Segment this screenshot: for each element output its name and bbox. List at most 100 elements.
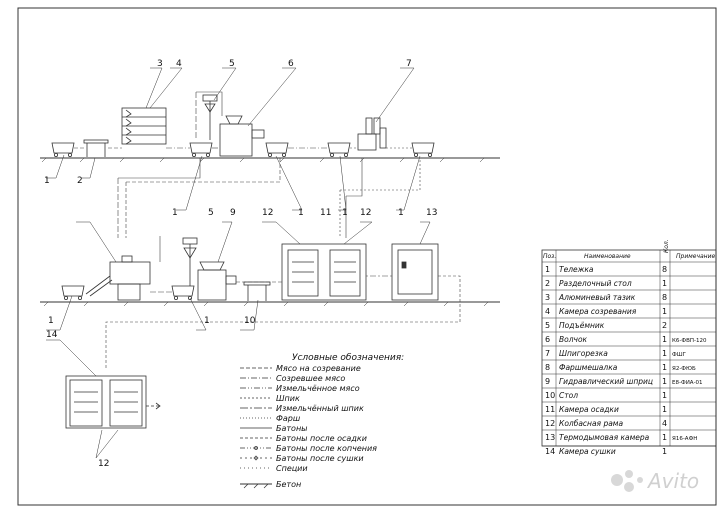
- spec-row-qty: 2: [662, 321, 667, 330]
- position-labels: 1 2 3 4 5 6 7 1 5 9 12 1 11 1 12 1 13 1 …: [44, 59, 437, 469]
- spec-row-name: Камера сушки: [559, 447, 616, 456]
- spec-row-pos: 4: [545, 307, 550, 316]
- spec-row-pos: 14: [545, 447, 555, 456]
- legend-item-6: Фарш: [276, 414, 301, 423]
- legend-item-11: Специи: [276, 464, 308, 473]
- label-mid-9: 9: [230, 208, 236, 218]
- spec-row-name: Алюминевый тазик: [558, 293, 636, 302]
- legend-item-9: Батоны после копчения: [276, 444, 377, 453]
- mincer-top: [219, 115, 265, 157]
- settling-chamber-mid: [281, 243, 367, 301]
- spec-row-pos: 5: [545, 321, 550, 330]
- spec-row-qty: 8: [662, 265, 667, 274]
- spec-row-qty: 1: [662, 391, 667, 400]
- spec-row-pos: 13: [545, 433, 555, 442]
- spec-header-note: Примечание: [676, 253, 715, 260]
- label-top-4: 4: [176, 59, 182, 69]
- legend-item-4: Шпик: [276, 394, 300, 403]
- spec-row-name: Камера осадки: [559, 405, 619, 414]
- watermark-text: Avito: [646, 469, 699, 493]
- smoke-chamber-mid: [391, 243, 439, 301]
- trolley-mid-1: [61, 285, 85, 300]
- label-mid-1f: 1: [204, 316, 210, 326]
- trolley-mid-2: [171, 285, 195, 300]
- legend-item-3: Измельчённое мясо: [276, 384, 360, 393]
- spec-row-name: Фаршмешалка: [559, 363, 618, 372]
- label-mid-1a: 1: [172, 208, 178, 218]
- top-level-floor: [40, 157, 500, 163]
- trolley-top-3: [265, 142, 289, 157]
- legend-title: Условные обозначения:: [292, 353, 404, 363]
- label-mid-13: 13: [426, 208, 437, 218]
- avito-watermark: Avito: [611, 469, 699, 493]
- spec-row-qty: 1: [662, 363, 667, 372]
- spec-row-pos: 12: [545, 419, 555, 428]
- legend-concrete: Бетон: [276, 480, 301, 489]
- spec-row-name: Разделочный стол: [559, 279, 632, 288]
- spec-row-pos: 2: [545, 279, 550, 288]
- spec-row-note: Я2-ФЮБ: [672, 366, 696, 372]
- spec-row-qty: 1: [662, 335, 667, 344]
- spec-row-pos: 7: [545, 349, 550, 358]
- legend-item-1: Мясо на созревание: [276, 364, 361, 373]
- spec-row-qty: 1: [662, 447, 667, 456]
- mid-flow-lines: [105, 236, 461, 370]
- spec-row-qty: 1: [662, 405, 667, 414]
- stuffer-mid: [197, 261, 237, 301]
- label-top-6: 6: [288, 59, 294, 69]
- spec-table-grid: [542, 250, 716, 447]
- label-top-7: 7: [406, 59, 412, 69]
- drying-chamber: [65, 375, 161, 429]
- label-top-3: 3: [157, 59, 163, 69]
- mid-level-floor: [40, 301, 500, 307]
- spec-row-name: Гидравлический шприц: [559, 377, 653, 386]
- avito-logo-icon: [611, 470, 643, 492]
- label-mid-12a: 12: [262, 208, 273, 218]
- spec-row-qty: 1: [662, 433, 667, 442]
- spec-row-pos: 8: [545, 363, 550, 372]
- spec-row-pos: 1: [545, 265, 550, 274]
- trolley-top-4: [327, 142, 351, 157]
- spec-row-note: Я16-АФН: [672, 436, 697, 442]
- spec-row-pos: 9: [545, 377, 550, 386]
- label-mid-12b: 12: [360, 208, 371, 218]
- mixer-mid: [85, 255, 151, 301]
- spec-row-name: Колбасная рама: [559, 419, 623, 428]
- legend-item-5: Измельчённый шпик: [276, 404, 364, 413]
- spec-header-name: Наименование: [584, 253, 631, 260]
- spec-row-note: Е8-ФИА-01: [672, 380, 703, 386]
- maturation-chamber-rack: [121, 107, 167, 145]
- spec-row-pos: 6: [545, 335, 550, 344]
- label-mid-11: 11: [320, 208, 331, 218]
- spec-row-name: Подъёмник: [559, 321, 605, 330]
- leader-lines-top: [46, 67, 421, 211]
- lift-mid: [182, 237, 198, 286]
- trolley-top-5: [411, 142, 435, 157]
- spec-row-name: Камера созревания: [559, 307, 637, 316]
- label-mid-5: 5: [208, 208, 214, 218]
- spec-row-qty: 1: [662, 279, 667, 288]
- legend-item-8: Батоны после осадки: [276, 434, 367, 443]
- cutting-table-top: [83, 139, 109, 157]
- spec-row-name: Термодымовая камера: [559, 433, 650, 442]
- label-bottom-14: 14: [46, 330, 58, 340]
- spec-row-qty: 1: [662, 307, 667, 316]
- spec-row-name: Тележка: [559, 265, 594, 274]
- legend: Условные обозначения: Мясо на созревание…: [240, 353, 404, 489]
- spec-row-pos: 3: [545, 293, 550, 302]
- trolley-top-1: [51, 142, 75, 157]
- legend-item-2: Созревшее мясо: [276, 374, 345, 383]
- spec-row-qty: 8: [662, 293, 667, 302]
- spec-header-qty: Кол.: [663, 239, 670, 253]
- spec-row-qty: 1: [662, 377, 667, 386]
- spec-row-name: Волчок: [559, 335, 588, 344]
- label-mid-1b: 1: [298, 208, 304, 218]
- label-mid-1e: 1: [48, 316, 54, 326]
- leader-lines-bottom: [46, 339, 119, 459]
- spec-row-pos: 11: [545, 405, 555, 414]
- legend-item-7: Батоны: [276, 424, 308, 433]
- spec-row-name: Стол: [559, 391, 578, 400]
